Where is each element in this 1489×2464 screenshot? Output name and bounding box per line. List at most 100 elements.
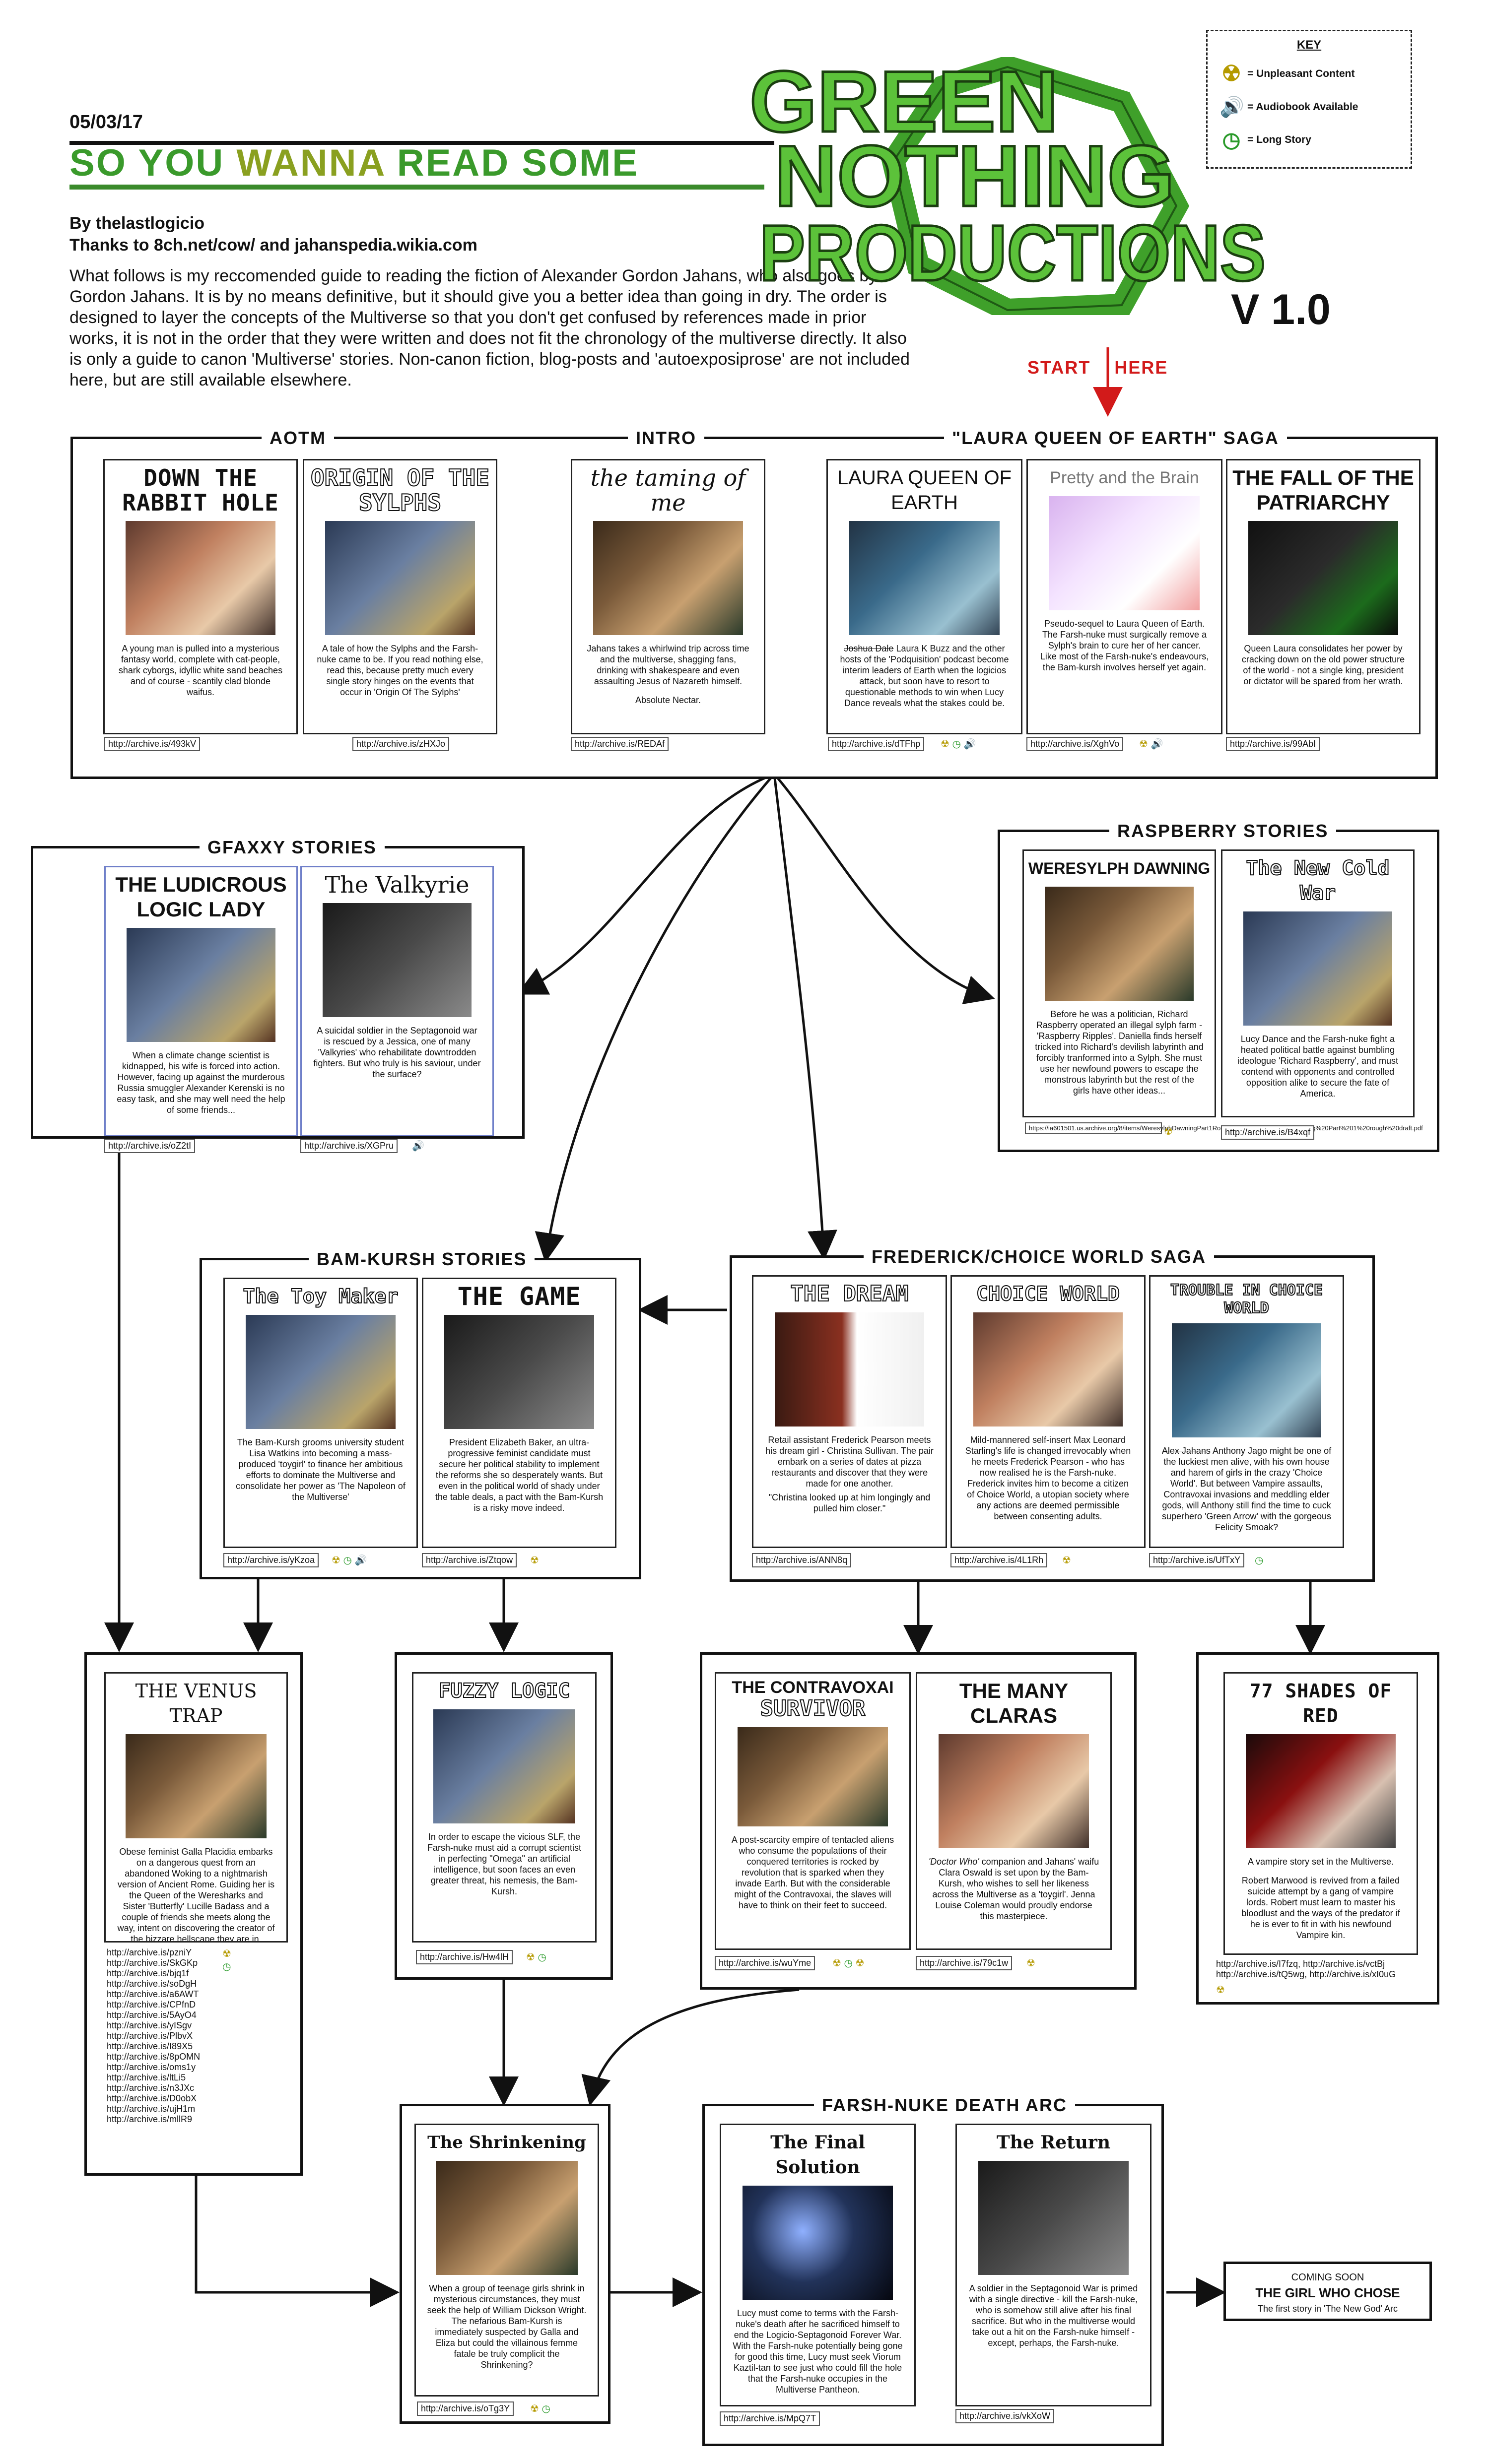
headline-rule-top xyxy=(69,141,774,145)
card-description: When a climate change scientist is kidna… xyxy=(117,1050,285,1115)
card-pretty-and-the-brain[interactable]: Pretty and the Brain Pseudo-sequel to La… xyxy=(1026,459,1222,734)
cover-image xyxy=(127,928,275,1042)
venus-link-item[interactable]: http://archive.is/PlbvX xyxy=(107,2031,193,2041)
group-title-gfaxxy: GFAXXY STORIES xyxy=(200,837,385,858)
card-choice-world[interactable]: CHOICE WORLD Mild-mannered self-insert M… xyxy=(950,1275,1146,1548)
link-toymaker[interactable]: http://archive.is/yKzoa xyxy=(223,1553,319,1567)
link-fuzzy[interactable]: http://archive.is/Hw4lH xyxy=(416,1950,513,1964)
venus-link-item[interactable]: http://archive.is/bjq1f xyxy=(107,1968,189,1978)
link-taming[interactable]: http://archive.is/REDAf xyxy=(571,737,669,751)
icons-toymaker: ☢ ◷ 🔊 xyxy=(332,1554,367,1566)
card-title: THE MANY CLARAS xyxy=(959,1679,1069,1727)
link-trouble[interactable]: http://archive.is/UfTxY xyxy=(1149,1553,1245,1567)
link-down[interactable]: http://archive.is/493kV xyxy=(104,737,201,751)
link-claras[interactable]: http://archive.is/79c1w xyxy=(916,1956,1013,1970)
link-survivor[interactable]: http://archive.is/wuYme xyxy=(715,1956,815,1970)
link-weresylph[interactable]: https://ia601501.us.archive.org/8/items/… xyxy=(1025,1122,1423,1134)
venus-link-item[interactable]: http://archive.is/oms1y xyxy=(107,2062,196,2072)
group-title-bamkursh: BAM-KURSH STORIES xyxy=(309,1248,535,1270)
venus-link-item[interactable]: http://archive.is/n3JXc xyxy=(107,2083,195,2093)
card-the-ludicrous-logic-lady[interactable]: THE LUDICROUS LOGIC LADY When a climate … xyxy=(104,866,298,1136)
hazard-icon: ☢ xyxy=(222,1948,231,1959)
card-trouble-in-choice-world[interactable]: TROUBLE IN CHOICE WORLD Alex Jahans Anth… xyxy=(1149,1275,1344,1548)
card-the-toy-maker[interactable]: The Toy Maker The Bam-Kursh grooms unive… xyxy=(223,1278,418,1548)
card-the-venus-trap[interactable]: THE VENUS TRAP Obese feminist Galla Plac… xyxy=(104,1672,288,1943)
venus-link-item[interactable]: http://archive.is/D0obX xyxy=(107,2093,197,2103)
link-shades-2[interactable]: http://archive.is/tQ5wg, http://archive.… xyxy=(1216,1969,1396,1979)
hazard-icon-2: ☢ xyxy=(855,1958,865,1969)
card-description: Obese feminist Galla Placidia embarks on… xyxy=(117,1847,275,1943)
coming-soon-label: COMING SOON xyxy=(1291,2272,1364,2283)
card-down-the-rabbit-hole[interactable]: DOWN THE RABBIT HOLE A young man is pull… xyxy=(103,459,298,734)
link-choice[interactable]: http://archive.is/4L1Rh xyxy=(950,1553,1048,1567)
card-title: ORIGIN OF THE SYLPHS xyxy=(310,464,490,516)
card-title: TROUBLE IN CHOICE WORLD xyxy=(1170,1281,1323,1317)
venus-link-item[interactable]: http://archive.is/a6AWT xyxy=(107,1989,199,1999)
card-fuzzy-logic[interactable]: FUZZY LOGIC In order to escape the vicio… xyxy=(412,1672,597,1943)
venus-link-item[interactable]: http://archive.is/pzniY xyxy=(107,1947,192,1957)
card-title: The Shrinkening xyxy=(427,2133,586,2152)
cover-image xyxy=(126,521,275,635)
date: 05/03/17 xyxy=(69,112,143,132)
key-label-unpleasant: = Unpleasant Content xyxy=(1247,67,1355,79)
venus-link-item[interactable]: http://archive.is/CPfnD xyxy=(107,2000,196,2010)
card-title: THE GAME xyxy=(457,1282,581,1311)
venus-link-item[interactable]: http://archive.is/ltLi5 xyxy=(107,2073,186,2082)
hazard-icon: ☢ xyxy=(941,739,949,750)
link-laura[interactable]: http://archive.is/dTFhp xyxy=(828,737,925,751)
link-shrinkening[interactable]: http://archive.is/oTg3Y xyxy=(417,2401,514,2416)
icons-trouble: ◷ xyxy=(1255,1554,1263,1566)
card-the-many-claras[interactable]: THE MANY CLARAS 'Doctor Who' companion a… xyxy=(916,1672,1112,1950)
card-the-final-solution[interactable]: The Final Solution Lucy must come to ter… xyxy=(720,2124,916,2406)
link-ludicrous[interactable]: http://archive.is/oZ2tI xyxy=(104,1139,196,1153)
icons-shrinkening: ☢ ◷ xyxy=(530,2402,550,2415)
link-dream[interactable]: http://archive.is/ANN8q xyxy=(752,1553,852,1567)
arrow-laura-to-frederick xyxy=(773,774,837,1260)
link-origin[interactable]: http://archive.is/zHXJo xyxy=(352,737,450,751)
thanks: Thanks to 8ch.net/cow/ and jahanspedia.w… xyxy=(69,236,477,255)
card-the-valkyrie[interactable]: The Valkyrie A suicidal soldier in the S… xyxy=(300,866,494,1136)
card-origin-of-the-sylphs[interactable]: ORIGIN OF THE SYLPHS A tale of how the S… xyxy=(303,459,497,734)
venus-link-item[interactable]: http://archive.is/5AyO4 xyxy=(107,2010,197,2020)
venus-link-item[interactable]: http://archive.is/mllR9 xyxy=(107,2114,193,2124)
card-the-game[interactable]: THE GAME President Elizabeth Baker, an u… xyxy=(422,1278,616,1548)
coming-soon-subtitle: The first story in 'The New God' Arc xyxy=(1258,2304,1398,2314)
speaker-icon: 🔊 xyxy=(354,1555,367,1566)
card-laura-queen-of-earth[interactable]: LAURA QUEEN OF EARTH Joshua Dale Laura K… xyxy=(826,459,1022,734)
hazard-icon: ☢ xyxy=(832,1958,841,1969)
link-shades-1[interactable]: http://archive.is/I7fzq, http://archive.… xyxy=(1216,1959,1385,1969)
group-title-raspberry: RASPBERRY STORIES xyxy=(1109,820,1337,842)
card-the-dream[interactable]: THE DREAM Retail assistant Frederick Pea… xyxy=(752,1275,947,1548)
card-title: THE FALL OF THE PATRIARCHY xyxy=(1232,466,1414,514)
logo-word-green: GREEN xyxy=(749,57,1058,150)
venus-link-item[interactable]: http://archive.is/SkGKp xyxy=(107,1958,198,1968)
here-label: HERE xyxy=(1114,357,1168,378)
card-description: When a group of teenage girls shrink in … xyxy=(427,2283,587,2370)
venus-link-item[interactable]: http://archive.is/ujH1m xyxy=(107,2104,196,2114)
link-game[interactable]: http://archive.is/Ztqow xyxy=(422,1553,517,1567)
card-title: Pretty and the Brain xyxy=(1050,468,1199,487)
card-the-return[interactable]: The Return A soldier in the Septagonoid … xyxy=(955,2124,1151,2406)
link-return[interactable]: http://archive.is/vkXoW xyxy=(955,2409,1055,2423)
venus-link-item[interactable]: http://archive.is/8pOMN xyxy=(107,2052,201,2062)
cover-image xyxy=(593,521,743,635)
card-the-taming-of-me[interactable]: the taming of me Jahans takes a whirlwin… xyxy=(571,459,765,734)
card-description: 'Doctor Who' companion and Jahans' waifu… xyxy=(917,1848,1110,1922)
arrow-laura-to-bamkursh xyxy=(535,773,775,1263)
link-fall[interactable]: http://archive.is/99AbI xyxy=(1226,737,1320,751)
link-coldwar[interactable]: http://archive.is/B4xqf xyxy=(1221,1125,1315,1140)
group-title-intro: INTRO xyxy=(628,427,704,449)
link-pretty[interactable]: http://archive.is/XghVo xyxy=(1026,737,1124,751)
venus-link-item[interactable]: http://archive.is/I89X5 xyxy=(107,2041,193,2051)
card-the-shrinkening[interactable]: The Shrinkening When a group of teenage … xyxy=(414,2124,599,2397)
venus-link-item[interactable]: http://archive.is/soDgH xyxy=(107,1979,197,1989)
card-the-new-cold-war[interactable]: The New Cold War Lucy Dance and the Fars… xyxy=(1221,849,1415,1117)
card-weresylph-dawning[interactable]: WERESYLPH DAWNING Before he was a politi… xyxy=(1022,849,1216,1117)
link-valkyrie[interactable]: http://archive.is/XGPru xyxy=(300,1139,398,1153)
card-77-shades-of-red[interactable]: 77 SHADES OF RED A vampire story set in … xyxy=(1223,1672,1418,1955)
card-fall-of-the-patriarchy[interactable]: THE FALL OF THE PATRIARCHY Queen Laura c… xyxy=(1226,459,1421,734)
link-final[interactable]: http://archive.is/MpQ7T xyxy=(720,2411,820,2426)
card-contravoxai-survivor[interactable]: THE CONTRAVOXAI SURVIVOR A post-scarcity… xyxy=(715,1672,911,1950)
venus-link-item[interactable]: http://archive.is/yISgv xyxy=(107,2020,192,2030)
